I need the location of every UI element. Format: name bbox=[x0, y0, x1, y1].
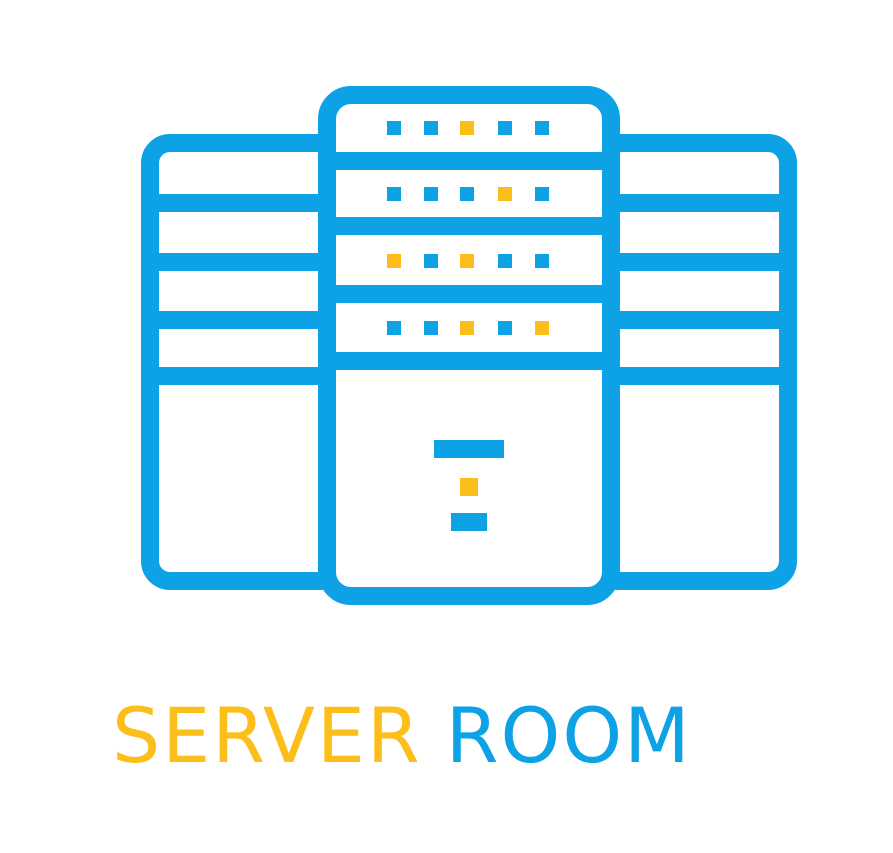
indicator-light bbox=[535, 254, 549, 268]
indicator-light bbox=[387, 254, 401, 268]
center-server-cabinet bbox=[318, 86, 620, 605]
indicator-light bbox=[460, 187, 474, 201]
indicator-light bbox=[424, 254, 438, 268]
indicator-light bbox=[498, 321, 512, 335]
indicator-light bbox=[424, 121, 438, 135]
indicator-light bbox=[498, 254, 512, 268]
caption-word-room: ROOM bbox=[445, 691, 692, 780]
caption-title: SERVER ROOM bbox=[112, 686, 872, 786]
indicator-light bbox=[535, 121, 549, 135]
indicator-light bbox=[424, 187, 438, 201]
indicator-light bbox=[535, 187, 549, 201]
right-server-cabinet bbox=[589, 134, 797, 590]
indicator-light bbox=[387, 321, 401, 335]
caption-word-server: SERVER bbox=[112, 691, 422, 780]
indicator-light bbox=[498, 187, 512, 201]
indicator-light bbox=[424, 321, 438, 335]
left-server-cabinet bbox=[141, 134, 349, 590]
indicator-light bbox=[535, 321, 549, 335]
indicator-light bbox=[387, 187, 401, 201]
indicator-light bbox=[498, 121, 512, 135]
indicator-light bbox=[460, 121, 474, 135]
cabinet-lock-icon bbox=[434, 440, 504, 531]
indicator-lights bbox=[387, 121, 549, 335]
indicator-light bbox=[387, 121, 401, 135]
indicator-light bbox=[460, 254, 474, 268]
indicator-light bbox=[460, 321, 474, 335]
